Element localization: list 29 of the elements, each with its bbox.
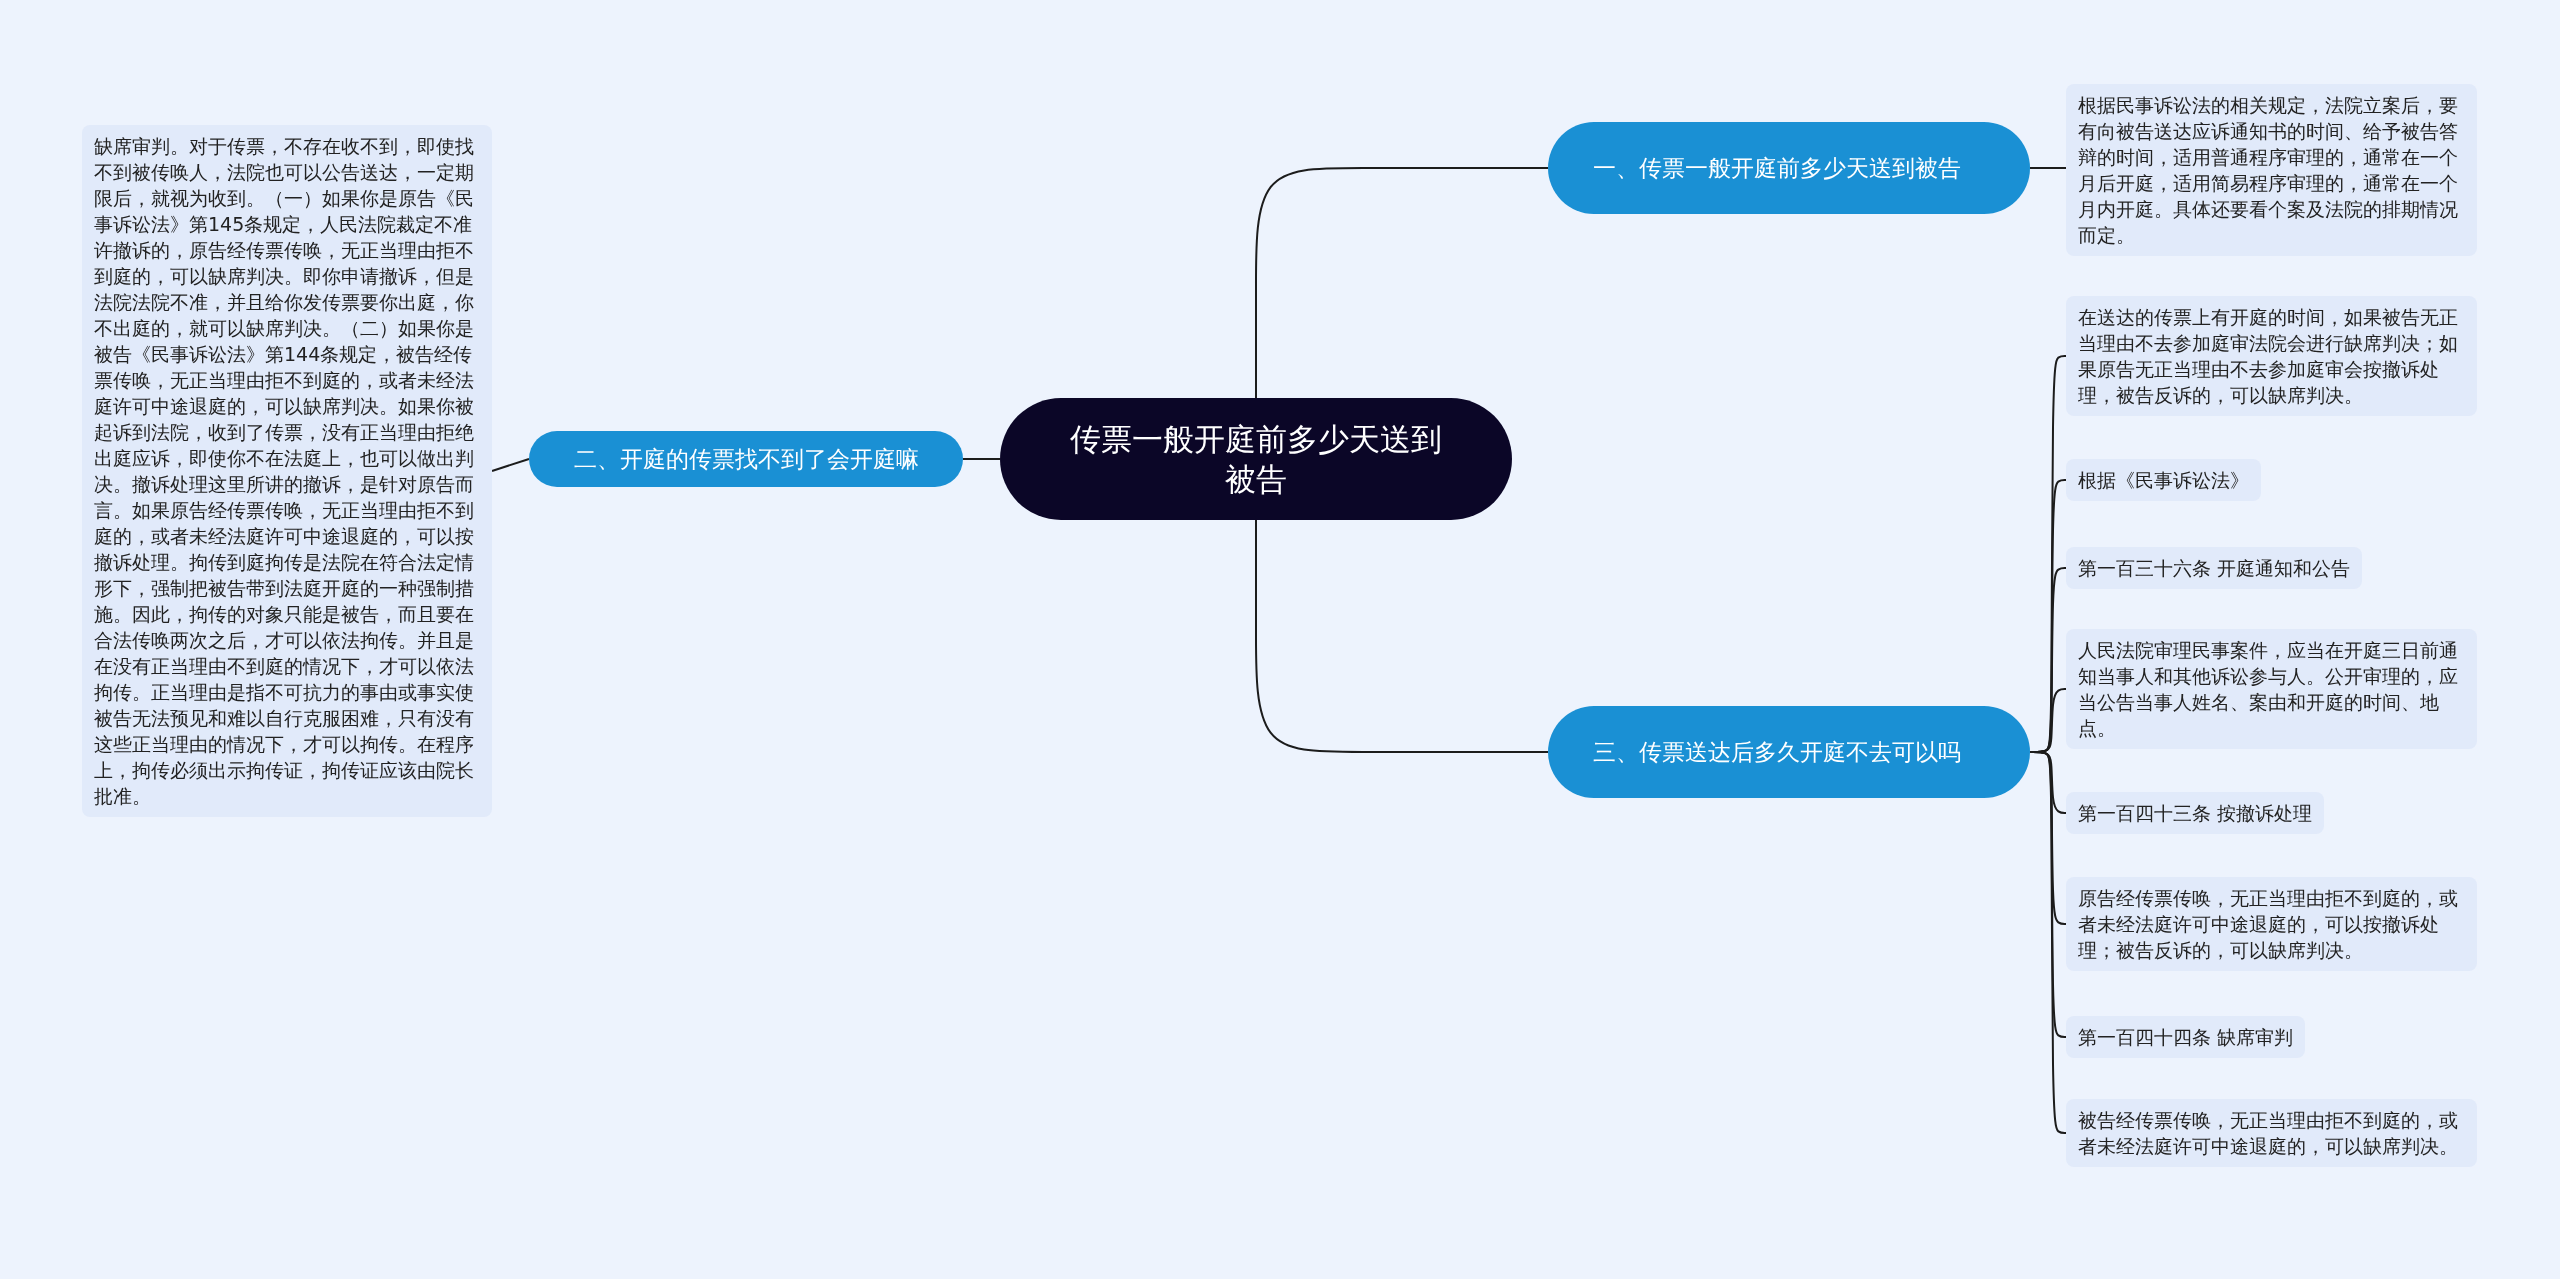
- connector-line: [2029, 167, 2067, 169]
- topic-text: 第一百四十四条 缺席审判: [2078, 1026, 2294, 1048]
- note-card: [2066, 629, 2477, 749]
- topic-box: [529, 431, 963, 487]
- topic-text: 第一百三十六条 开庭通知和公告: [2078, 557, 2351, 579]
- note-card: [2066, 877, 2477, 971]
- topic-text: 在送达的传票上有开庭的时间，如果被告无正当理由不去参加庭审法院会进行缺席判决；如果原告无正当理由不去参加庭审会按撤诉处理，被告反诉的，可以缺席判决。: [2078, 306, 2458, 406]
- topic-text: 三、传票送达后多久开庭不去可以吗: [1593, 738, 1961, 767]
- topic-text: 传票一般开庭前多少天送到被告: [1070, 420, 1442, 499]
- topic-text: 根据《民事诉讼法》: [2078, 469, 2249, 491]
- note-card: [2066, 792, 2325, 834]
- connector-line: [491, 458, 530, 472]
- note-card: [2066, 1016, 2306, 1058]
- topic-text: 第一百四十三条 按撤诉处理: [2078, 802, 2313, 824]
- note-card: [2066, 547, 2363, 589]
- topic-text: 原告经传票传唤，无正当理由拒不到庭的，或者未经法庭许可中途退庭的，可以按撤诉处理；被告反诉的，可以缺席判决。: [2078, 887, 2458, 961]
- note-card: [2066, 84, 2477, 256]
- topic-text: 人民法院审理民事案件，应当在开庭三日前通知当事人和其他诉讼参与人。公开审理的，应当公告当事人姓名、案由和开庭的时间、地点。: [2078, 639, 2458, 739]
- note-card: [2066, 459, 2261, 501]
- note-card: [2066, 1099, 2477, 1167]
- note-card: [2066, 296, 2477, 416]
- topic-text: 根据民事诉讼法的相关规定，法院立案后，要有向被告送达应诉通知书的时间、给予被告答辩的时间，适用普通程序审理的，通常在一个月后开庭，适用简易程序审理的，通常在一个月内开庭。具体还要看个案及法院的排期情况而定。: [2078, 94, 2458, 246]
- connector-line: [1255, 167, 1549, 399]
- topic-text: 二、开庭的传票找不到了会开庭嘛: [573, 445, 919, 474]
- connector-line: [962, 458, 1001, 460]
- topic-text: 一、传票一般开庭前多少天送到被告: [1593, 154, 1961, 183]
- connector-line: [1255, 519, 1549, 753]
- topic-text: 被告经传票传唤，无正当理由拒不到庭的，或者未经法庭许可中途退庭的，可以缺席判决。: [2078, 1109, 2458, 1157]
- topic-text: 缺席审判。对于传票，不存在收不到，即使找不到被传唤人，法院也可以公告送达，一定期限后，就视为收到。（一）如果你是原告《民事诉讼法》第145条规定，人民法院裁定不准许撤诉的，原告经传票传唤，无正当理由拒不到庭的，可以缺席判决。即你申请撤诉，但是法院法院不准，并且给你发传票要你出庭，你不出庭的，就可以缺席判决。（二）如果你是被告《民事诉讼法》第144条规定，被告经传票传唤，无正当理由拒不到庭的，或者未经法庭许可中途退庭的，可以缺席判决。如果你被起诉到法院，收到了传票，没有正当理由拒绝出庭应诉，即使你不在法庭上，也可以做出判决。撤诉处理这里所讲的撤诉，是针对原告而言。如果原告经传票传唤，无正当理由拒不到庭的，或者未经法庭许可中途退庭的，可以按撤诉处理。拘传到庭拘传是法院在符合法定情形下，强制把被告带到法庭开庭的一种强制措施。因此，拘传的对象只能是被告，而且要在合法传唤两次之后，才可以依法拘传。并且是在没有正当理由不到庭的情况下，才可以依法拘传。正当理由是指不可抗力的事由或事实使被告无法预见和难以自行克服困难，只有没有这些正当理由的情况下，才可以拘传。在程序上，拘传必须出示拘传证，拘传证应该由院长批准。: [94, 135, 474, 807]
